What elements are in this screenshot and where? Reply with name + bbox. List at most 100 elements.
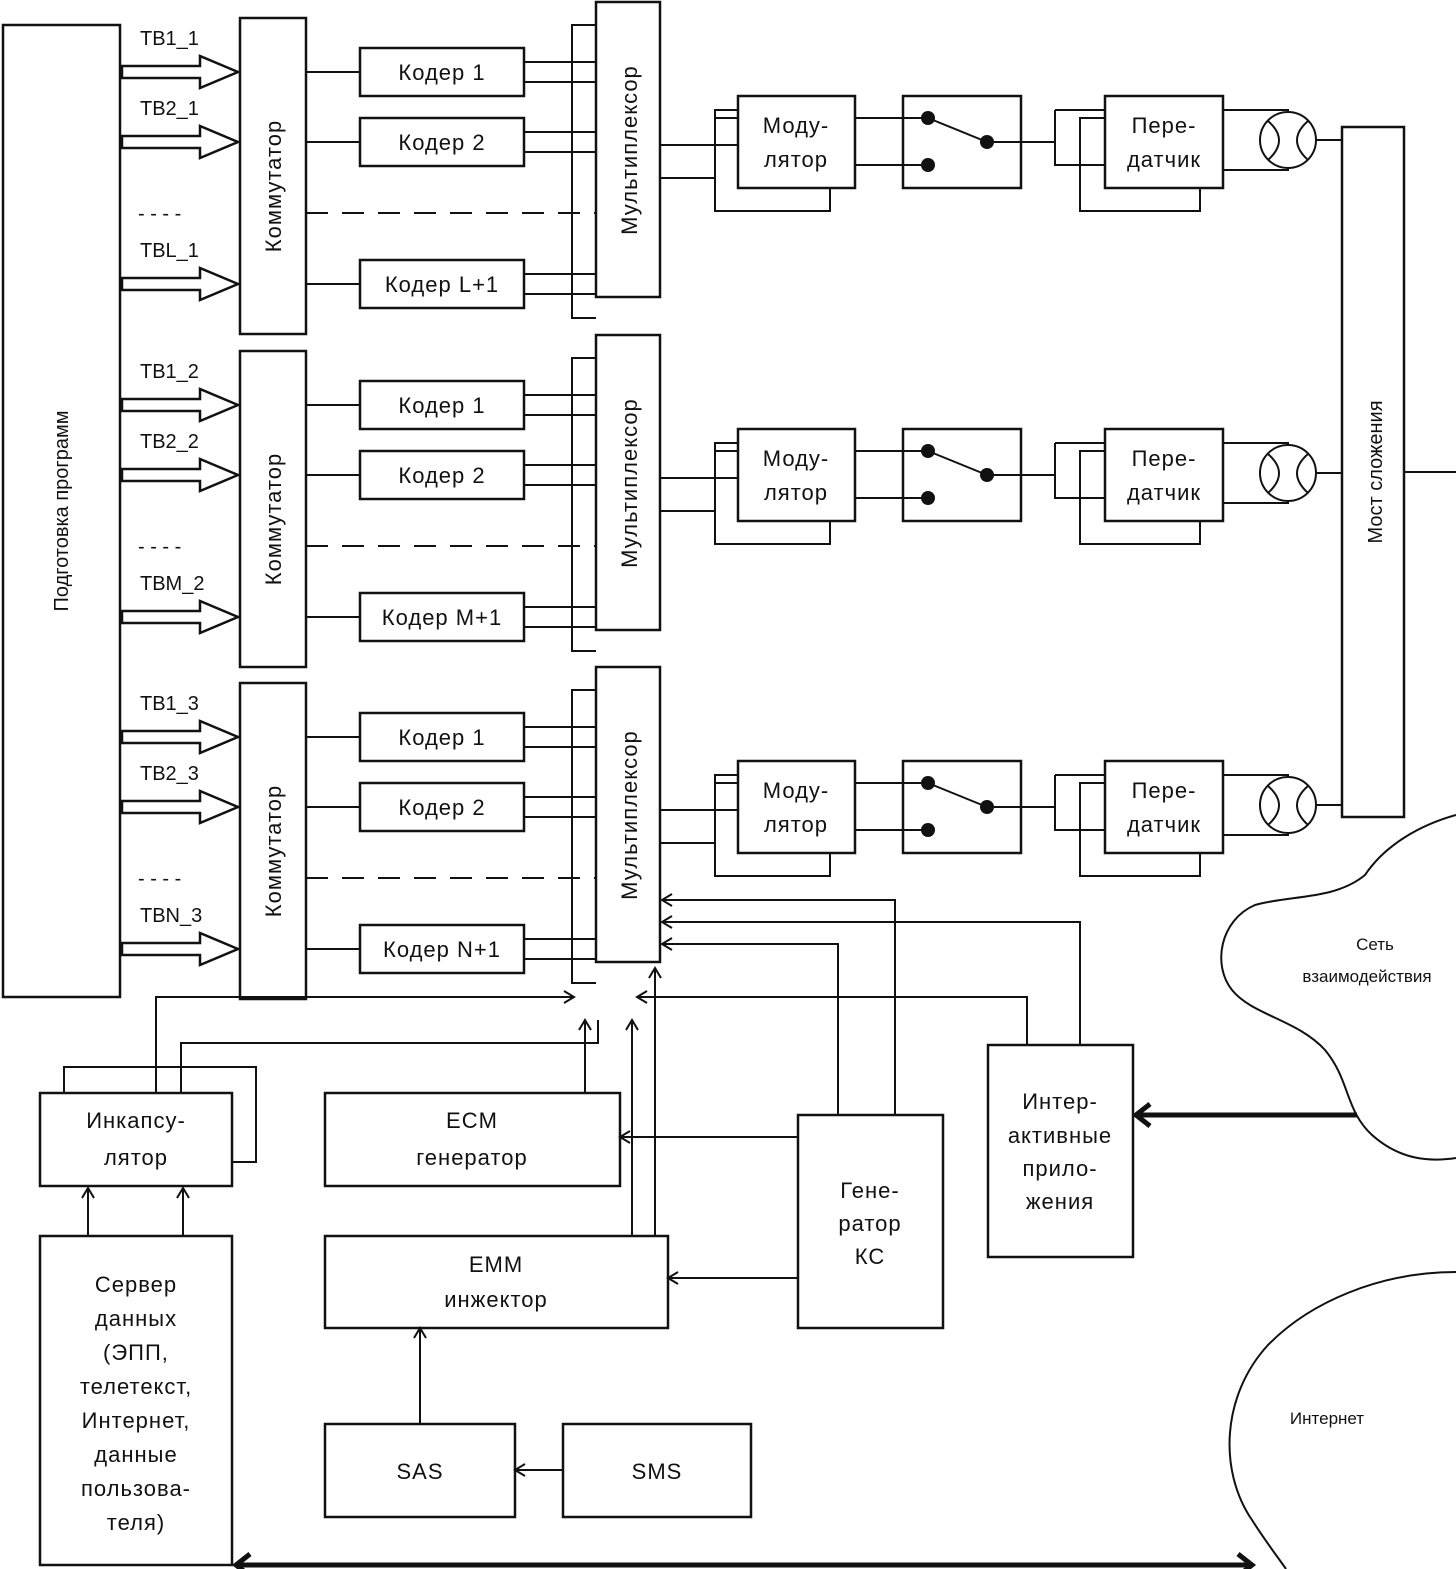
switch-contact-dot: [921, 158, 935, 172]
filter-input-line: [1223, 109, 1289, 112]
data-server-line-8: теля): [107, 1510, 165, 1535]
emm-injector-block: [323, 1234, 670, 1330]
transmitter-label: датчик: [1127, 147, 1201, 172]
switch-pivot-dot: [980, 468, 994, 482]
input-arrow: [120, 124, 242, 160]
mux-output-line: [660, 782, 738, 844]
transmitter-label: Пере-: [1132, 778, 1197, 803]
data-server-line-1: Сервер: [95, 1272, 177, 1297]
coder-label: Кодер 2: [398, 795, 485, 820]
coder-block: [358, 711, 526, 763]
switch-contact-dot: [921, 776, 935, 790]
modulator-label: Моду-: [763, 113, 830, 138]
input-arrow: [120, 457, 242, 493]
filter-arc: [1296, 453, 1309, 494]
switch-lever-line: [927, 450, 988, 476]
internet-label: Интернет: [1290, 1409, 1364, 1428]
ecm-generator-line-1: ECM: [446, 1108, 498, 1133]
mux-bus-line: [571, 689, 596, 984]
interactive-apps-line-2: активные: [1008, 1123, 1112, 1148]
modulator-label: Моду-: [763, 778, 830, 803]
sms-block: [561, 1422, 753, 1519]
multiplexer-block: [594, 333, 662, 632]
switch-lever-line: [927, 117, 988, 143]
coder-block: [358, 379, 526, 431]
input-label: ТВ2_2: [140, 431, 199, 453]
input-label: ТВL_1: [140, 240, 199, 262]
transmitter-label: датчик: [1127, 812, 1201, 837]
multiplexer-label: Мультиплексор: [617, 398, 642, 568]
multiplexer-label: Мультиплексор: [617, 65, 642, 235]
input-arrow: [120, 54, 242, 90]
coder-label: Кодер 2: [398, 463, 485, 488]
transmitter-block: [1103, 759, 1225, 855]
data-server-line-3: (ЭПП,: [103, 1340, 169, 1365]
coder-label: Кодер 2: [398, 130, 485, 155]
modulator-loop-line: [714, 774, 831, 877]
input-ellipsis: - - - -: [138, 536, 181, 558]
input-arrow: [120, 599, 242, 635]
internet-cloud: [1228, 1271, 1456, 1569]
input-arrow: [120, 266, 242, 302]
mux-output-line: [660, 450, 738, 512]
encapsulator-line-1: Инкапсу-: [86, 1108, 186, 1133]
input-label: ТВ2_1: [140, 98, 199, 120]
transmitter-input-line: [1054, 110, 1105, 166]
ks-generator-line-1: Гене-: [840, 1178, 899, 1203]
sms-label: SMS: [632, 1459, 683, 1484]
data-server-line-2: данных: [95, 1306, 177, 1331]
multiplexer-label: Мультиплексор: [617, 730, 642, 900]
filter-arc: [1267, 120, 1280, 161]
switch-contact-dot: [921, 444, 935, 458]
mixing-bridge-label: Мост сложения: [1365, 400, 1387, 543]
input-ellipsis: - - - -: [138, 203, 181, 225]
modulator-loop-line: [714, 442, 831, 545]
coder-label: Кодер L+1: [385, 272, 499, 297]
input-label: ТВ1_3: [140, 693, 199, 715]
coder-label: Кодер 1: [398, 725, 485, 750]
ks-generator-line-2: ратор: [838, 1211, 901, 1236]
input-arrow: [120, 387, 242, 423]
transmitter-label: Пере-: [1132, 446, 1197, 471]
coder-label: Кодер 1: [398, 393, 485, 418]
coder-block: [358, 449, 526, 501]
coder-block: [358, 591, 526, 643]
filter-arc: [1296, 120, 1309, 161]
commutator-block: [238, 16, 308, 336]
data-server-line-4: телетекст,: [80, 1374, 192, 1399]
filter-input-line: [1223, 442, 1289, 445]
multiplexer-block: [594, 0, 662, 299]
data-server-line-5: Интернет,: [82, 1408, 191, 1433]
filter-arc: [1296, 785, 1309, 826]
transmitter-label: Пере-: [1132, 113, 1197, 138]
modulator-block: [736, 427, 857, 523]
interactive-apps-line-3: прило-: [1022, 1156, 1097, 1181]
network-cloud: [1220, 814, 1456, 1161]
modulator-label: лятор: [764, 147, 828, 172]
ecm-generator-block: [323, 1091, 622, 1188]
filter-input-line: [1223, 774, 1289, 777]
encapsulator-block: [38, 1091, 234, 1188]
transmitter-loop-line: [1079, 782, 1201, 877]
transmitter-label: датчик: [1127, 480, 1201, 505]
program-preparation-label: Подготовка программ: [51, 411, 73, 612]
switch-contact-dot: [921, 491, 935, 505]
commutator-label: Коммутатор: [261, 453, 286, 585]
mux-output-line: [660, 117, 738, 179]
input-arrow: [120, 789, 242, 825]
sas-label: SAS: [396, 1459, 443, 1484]
commutator-block: [238, 681, 308, 1001]
coder-label: Кодер 1: [398, 60, 485, 85]
mux-bus-line: [571, 24, 596, 319]
commutator-block: [238, 349, 308, 669]
modulator-label: лятор: [764, 480, 828, 505]
mux-bus-line: [571, 357, 596, 652]
switch-pivot-dot: [980, 800, 994, 814]
coder-block: [358, 46, 526, 98]
modulator-loop-line: [714, 109, 831, 212]
commutator-label: Коммутатор: [261, 120, 286, 252]
mixing-bridge-block: [1340, 125, 1406, 819]
